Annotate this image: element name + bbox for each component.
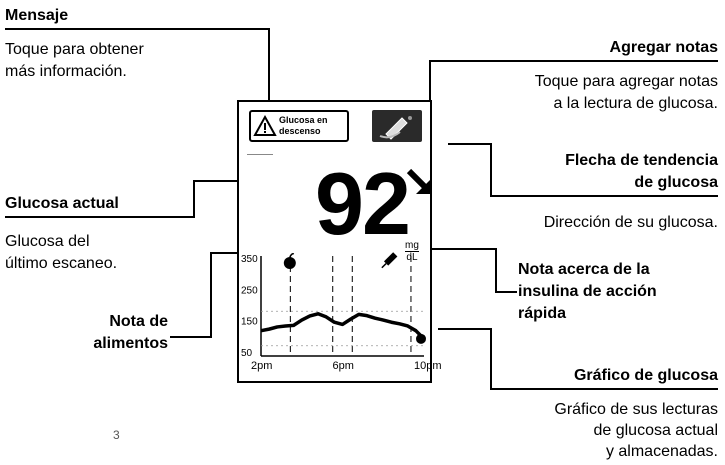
unit-bottom: dL: [406, 252, 418, 263]
stray-mark: 3: [113, 428, 120, 442]
grafico-underline: [490, 388, 718, 390]
mensaje-desc-line1: Toque para obtener: [5, 41, 144, 58]
glucosa-actual-leader-v: [193, 180, 195, 218]
grafico-leader-h: [438, 328, 492, 330]
notes-icon: [379, 116, 412, 140]
flecha-underline: [490, 195, 718, 197]
chart-y-tick-label: 250: [241, 285, 258, 296]
header-divider: [247, 154, 273, 155]
grafico-glucosa-desc-line1: Gráfico de sus lecturas: [554, 401, 718, 418]
add-notes-button[interactable]: [372, 110, 422, 142]
chart-x-tick-label: 2pm: [251, 360, 272, 372]
insulina-leader-top: [404, 248, 497, 250]
glucosa-actual-desc-line2: último escaneo.: [5, 255, 118, 272]
reader-screen: Glucosa en descenso 92 mg dL 350 250 150 50…: [237, 100, 442, 383]
message-text: Glucosa en descenso: [279, 115, 328, 137]
glucose-series-line: [260, 312, 426, 341]
unit-top: mg: [405, 240, 419, 252]
flecha-leader-h: [448, 143, 492, 145]
syringe-insulin-note-icon: [381, 252, 398, 269]
glucosa-actual-desc-line1: Glucosa del: [5, 233, 90, 250]
mensaje-title: Mensaje: [5, 7, 69, 24]
current-glucose-point: [416, 333, 426, 344]
chart-x-tick-label: 10pm: [414, 360, 442, 372]
mensaje-desc-line2: más información.: [5, 63, 127, 80]
nota-insulina-title-line3: rápida: [518, 305, 567, 322]
nota-insulina-title-line1: Nota acerca de la: [518, 261, 650, 278]
flecha-tendencia-title-line2: de glucosa: [634, 174, 718, 191]
chart-x-tick-label: 6pm: [333, 360, 354, 372]
flecha-tendencia-desc: Dirección de su glucosa.: [543, 214, 718, 231]
nota-alimentos-title-line2: alimentos: [93, 335, 168, 352]
alimentos-leader-v: [210, 252, 212, 338]
alimentos-leader-bottom: [170, 336, 212, 338]
grafico-leader-v: [490, 328, 492, 390]
glucose-unit: mg dL: [405, 240, 419, 263]
message-line1: Glucosa en: [279, 115, 328, 125]
nota-alimentos-title-line1: Nota de: [109, 313, 168, 330]
message-line2: descenso: [279, 126, 321, 136]
grafico-glucosa-desc-line2: de glucosa actual: [593, 422, 718, 439]
chart-y-tick-label: 50: [241, 348, 253, 359]
agregar-notas-underline: [430, 60, 718, 62]
warning-icon: [253, 114, 277, 136]
mensaje-leader: [268, 28, 270, 110]
chart-y-tick-label: 350: [241, 254, 258, 265]
insulina-leader-v: [495, 248, 497, 292]
glucosa-actual-underline: [5, 216, 195, 218]
mensaje-underline: [5, 28, 270, 30]
agregar-notas-leader: [429, 60, 431, 110]
agregar-notas-title: Agregar notas: [609, 39, 718, 56]
apple-food-note-icon: [283, 253, 296, 269]
flecha-leader-v: [490, 143, 492, 197]
grafico-glucosa-desc-line3: y almacenadas.: [605, 443, 718, 460]
flecha-tendencia-title-line1: Flecha de tendencia: [565, 152, 718, 169]
message-button[interactable]: Glucosa en descenso: [249, 110, 349, 142]
insulina-leader-h: [495, 291, 517, 293]
chart-y-tick-label: 150: [241, 317, 258, 328]
grafico-glucosa-title: Gráfico de glucosa: [573, 367, 718, 384]
glucosa-actual-title: Glucosa actual: [5, 195, 119, 212]
current-glucose-value: 92: [315, 154, 411, 253]
nota-insulina-title-line2: insulina de acción: [518, 283, 657, 300]
trend-arrow-down-right-icon: [406, 168, 432, 194]
agregar-notas-desc-line1: Toque para agregar notas: [534, 73, 718, 90]
agregar-notas-desc-line2: a la lectura de glucosa.: [553, 95, 718, 112]
